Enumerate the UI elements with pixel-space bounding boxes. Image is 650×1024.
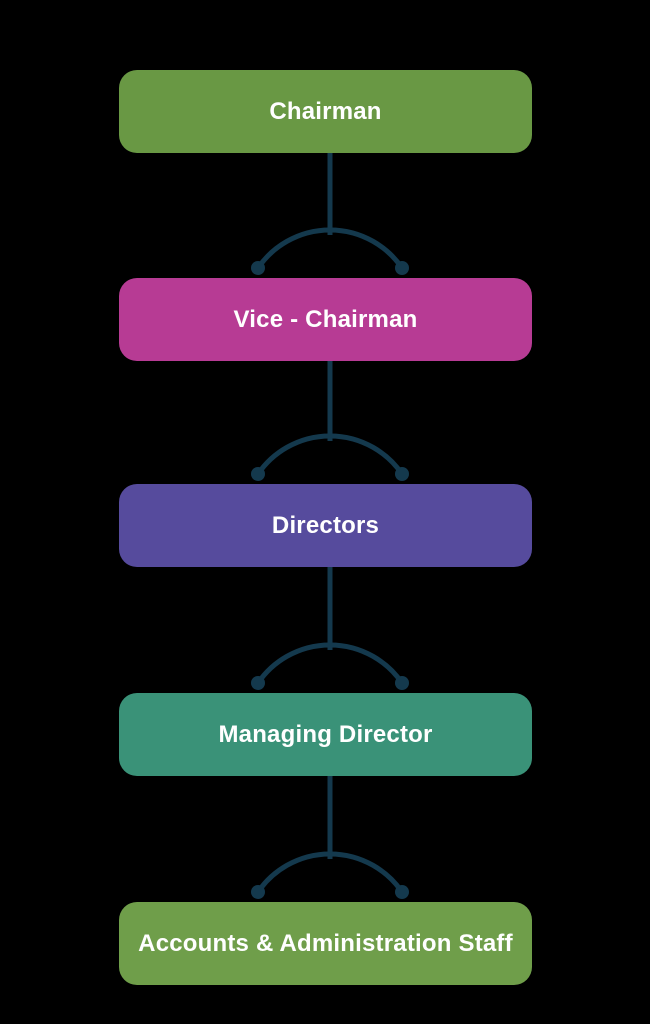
node-chairman-label: Chairman <box>269 97 382 125</box>
connector-dot-right <box>395 261 409 275</box>
node-vice-chairman-label: Vice - Chairman <box>233 305 418 333</box>
connector-vicechairman-directors <box>251 361 409 481</box>
connector-dot-left <box>251 885 265 899</box>
connector-dot-left <box>251 467 265 481</box>
connector-managingdirector-staff <box>251 776 409 899</box>
connector-arc <box>255 851 405 894</box>
node-directors: Directors <box>119 484 532 567</box>
node-accounts-admin-staff-label: Accounts & Administration Staff <box>138 929 513 957</box>
connector-directors-managingdirector <box>251 567 409 690</box>
connector-arc <box>255 433 405 476</box>
connector-dot-right <box>395 676 409 690</box>
connector-dot-right <box>395 885 409 899</box>
connector-arc <box>255 642 405 685</box>
node-vice-chairman: Vice - Chairman <box>119 278 532 361</box>
node-accounts-admin-staff: Accounts & Administration Staff <box>119 902 532 985</box>
connector-chairman-vicechairman <box>251 153 409 275</box>
node-managing-director-label: Managing Director <box>218 720 433 748</box>
node-managing-director: Managing Director <box>119 693 532 776</box>
node-directors-label: Directors <box>271 511 380 539</box>
connector-arc <box>255 227 405 270</box>
node-chairman: Chairman <box>119 70 532 153</box>
connector-dot-left <box>251 261 265 275</box>
connector-dot-left <box>251 676 265 690</box>
connector-dot-right <box>395 467 409 481</box>
